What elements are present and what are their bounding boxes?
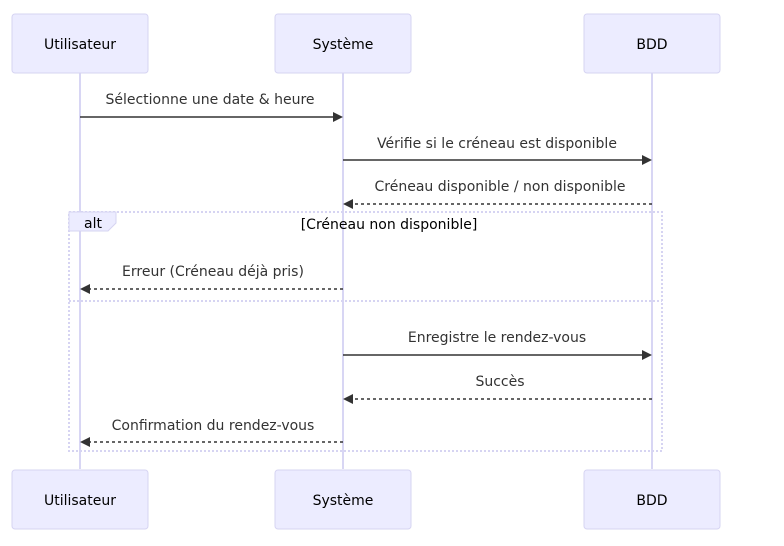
actor-top-systeme: Système	[274, 13, 412, 74]
actor-bottom-utilisateur: Utilisateur	[11, 469, 149, 530]
alt-tag-label: alt	[84, 216, 102, 232]
message-3: Créneau disponible / non disponible	[343, 179, 652, 209]
message-label: Enregistre le rendez-vous	[408, 330, 586, 346]
message-label: Vérifie si le créneau est disponible	[377, 136, 617, 152]
message-4: Erreur (Créneau déjà pris)	[80, 264, 343, 294]
message-label: Sélectionne une date & heure	[105, 92, 314, 108]
message-label: Confirmation du rendez-vous	[112, 418, 315, 434]
message-6: Succès	[343, 374, 652, 404]
actor-label: Utilisateur	[44, 37, 116, 53]
message-2: Vérifie si le créneau est disponible	[343, 136, 652, 165]
message-label: Succès	[475, 374, 524, 390]
actor-bottom-bdd: BDD	[583, 469, 721, 530]
actor-label: BDD	[636, 37, 667, 53]
arrowhead-icon	[343, 199, 353, 209]
message-1: Sélectionne une date & heure	[80, 92, 343, 122]
arrowhead-icon	[642, 155, 652, 165]
arrowhead-icon	[333, 112, 343, 122]
message-label: Créneau disponible / non disponible	[375, 179, 626, 195]
message-label: Erreur (Créneau déjà pris)	[122, 264, 304, 280]
arrowhead-icon	[642, 350, 652, 360]
actor-label: Système	[313, 37, 374, 53]
actor-label: BDD	[636, 493, 667, 509]
actor-top-utilisateur: Utilisateur	[11, 13, 149, 74]
message-5: Enregistre le rendez-vous	[343, 330, 652, 360]
alt-tag	[68, 211, 117, 232]
actor-top-bdd: BDD	[583, 13, 721, 74]
message-7: Confirmation du rendez-vous	[80, 418, 343, 447]
actor-bottom-systeme: Système	[274, 469, 412, 530]
arrowhead-icon	[80, 284, 90, 294]
arrowhead-icon	[80, 437, 90, 447]
actor-label: Utilisateur	[44, 493, 116, 509]
alt-condition: [Créneau non disponible]	[301, 217, 478, 233]
alt-frame: alt [Créneau non disponible]	[68, 211, 663, 452]
arrowhead-icon	[343, 394, 353, 404]
actor-label: Système	[313, 493, 374, 509]
